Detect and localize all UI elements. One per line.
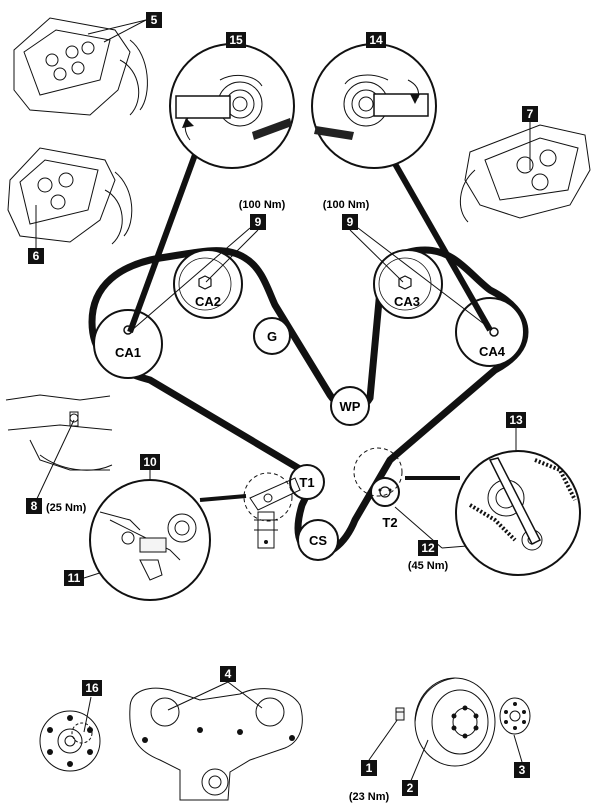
svg-text:12: 12: [421, 541, 435, 555]
callout-13: 13: [506, 412, 526, 428]
svg-text:7: 7: [527, 107, 534, 121]
detail-15: [169, 43, 295, 169]
engine-sketch-7: [459, 124, 591, 223]
pulley-t2: T2: [370, 477, 400, 530]
callout-8: 8: [26, 498, 42, 514]
svg-text:15: 15: [229, 33, 243, 47]
callout-9-right: 9: [342, 214, 358, 230]
svg-text:9: 9: [255, 215, 262, 229]
torque-9-left: (100 Nm): [239, 199, 286, 211]
pulley-label-t2: T2: [382, 515, 397, 530]
pulley-label-ca2: CA2: [195, 294, 221, 309]
pulley-ca4: CA4: [455, 297, 525, 367]
pulley-label-t1: T1: [299, 475, 314, 490]
callout-2: 2: [402, 780, 418, 796]
detail-10-11: [89, 479, 211, 601]
callout-15: 15: [226, 32, 246, 48]
pulley-label-ca1: CA1: [115, 345, 141, 360]
svg-text:13: 13: [509, 413, 523, 427]
callout-11: 11: [64, 570, 84, 586]
svg-text:3: 3: [519, 763, 526, 777]
engine-sketch-6: [7, 147, 133, 245]
detail-12-13: [455, 450, 581, 576]
crank-pulley-16: [39, 710, 101, 772]
leader-lines: [33, 19, 531, 784]
pulley-t1: T1: [289, 464, 325, 500]
pulley-label-g: G: [267, 329, 277, 344]
svg-text:8: 8: [31, 499, 38, 513]
pulley-label-wp: WP: [340, 399, 361, 414]
svg-text:5: 5: [151, 13, 158, 27]
engine-sketch-8: [5, 394, 113, 471]
bolt-1: [395, 707, 405, 721]
pulley-ca1: CA1: [93, 309, 163, 379]
svg-text:10: 10: [143, 455, 157, 469]
pulley-g: G: [253, 317, 291, 355]
svg-text:16: 16: [85, 681, 99, 695]
engine-sketch-5: [13, 17, 148, 116]
callout-14: 14: [366, 32, 386, 48]
washer-3: [499, 697, 531, 735]
pulley-ca3: CA3: [373, 249, 443, 319]
torque-8: (25 Nm): [46, 502, 87, 514]
callout-10: 10: [140, 454, 160, 470]
tensioner-t2-outline: [353, 447, 403, 497]
torque-12: (45 Nm): [408, 560, 449, 572]
timing-cover-4: [129, 687, 303, 801]
svg-text:14: 14: [369, 33, 383, 47]
svg-text:1: 1: [366, 761, 373, 775]
svg-text:11: 11: [68, 571, 81, 585]
callout-5: 5: [146, 12, 162, 28]
tensioner-t1-sketch: [243, 472, 301, 549]
callout-9-left: 9: [250, 214, 266, 230]
pulley-cs: CS: [297, 519, 339, 561]
callout-7: 7: [522, 106, 538, 122]
pulley-wp: WP: [330, 386, 370, 426]
crank-pulley-2: [414, 677, 496, 767]
svg-text:6: 6: [33, 249, 40, 263]
torque-9-right: (100 Nm): [323, 199, 370, 211]
callout-16: 16: [82, 680, 102, 696]
callout-4: 4: [220, 666, 236, 682]
callout-1: 1: [361, 760, 377, 776]
callout-12: 12: [418, 540, 438, 556]
callout-3: 3: [514, 762, 530, 778]
svg-text:4: 4: [225, 667, 232, 681]
pulley-label-cs: CS: [309, 533, 327, 548]
svg-text:2: 2: [407, 781, 414, 795]
svg-text:9: 9: [347, 215, 354, 229]
pulley-label-ca3: CA3: [394, 294, 420, 309]
detail-14: [311, 43, 437, 169]
torque-1: (23 Nm): [349, 791, 390, 803]
pulley-ca2: CA2: [173, 249, 243, 319]
pulley-label-ca4: CA4: [479, 344, 506, 359]
callout-6: 6: [28, 248, 44, 264]
